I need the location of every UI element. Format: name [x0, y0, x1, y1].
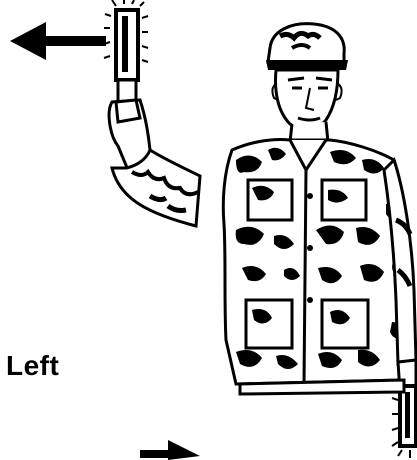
raised-arm	[109, 100, 200, 226]
signal-caption: Left	[6, 352, 59, 380]
head	[272, 70, 341, 129]
trousers	[240, 380, 404, 394]
left-arrow-icon	[10, 22, 106, 60]
cap	[266, 24, 348, 70]
right-arrow-icon	[140, 440, 200, 460]
lighted-wand-upper-icon	[104, 0, 148, 102]
lighted-wand-lower-icon	[392, 386, 416, 458]
